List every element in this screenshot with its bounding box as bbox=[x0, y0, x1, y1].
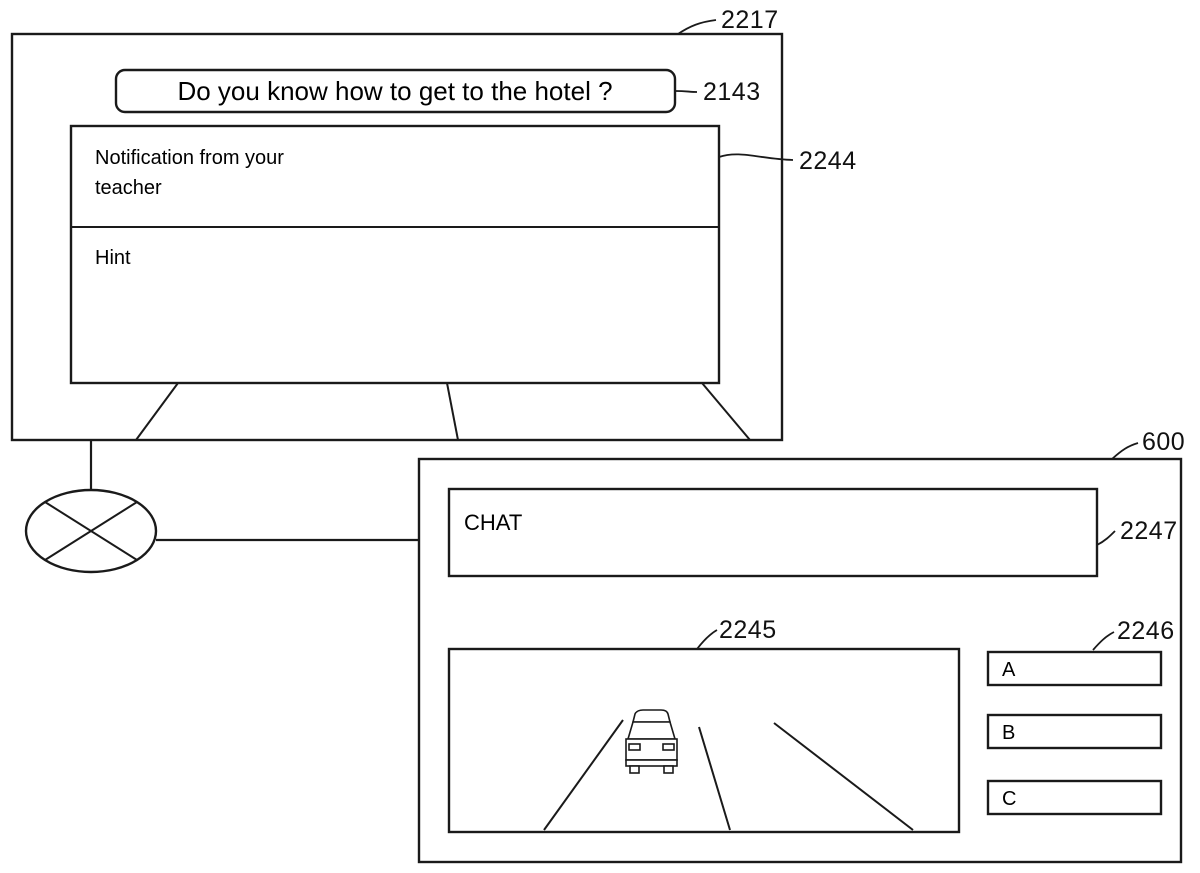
car-rear-view-icon bbox=[625, 709, 678, 774]
ref-label-2143: 2143 bbox=[703, 78, 761, 106]
chat-label: CHAT bbox=[464, 510, 522, 535]
bottom-panel-group: 600 CHAT 2247 2245 bbox=[417, 428, 1185, 864]
speech-bubble-text: Do you know how to get to the hotel ? bbox=[177, 76, 612, 106]
car-wheel-right bbox=[663, 765, 674, 774]
ref-label-2246: 2246 bbox=[1117, 617, 1175, 645]
ref-label-2244: 2244 bbox=[799, 147, 857, 175]
chat-box[interactable] bbox=[447, 487, 1099, 578]
choice-button-c[interactable] bbox=[986, 779, 1163, 816]
road-lane-lines bbox=[543, 719, 914, 831]
leader-line-2247 bbox=[1096, 530, 1116, 546]
speech-bubble bbox=[114, 68, 677, 114]
leader-line-600 bbox=[1111, 442, 1139, 460]
leader-line-2143 bbox=[675, 90, 698, 93]
choice-buttons-group: 2246 A B C bbox=[986, 617, 1175, 816]
bezel-line-left bbox=[135, 382, 179, 441]
leader-line-2217 bbox=[677, 19, 717, 35]
ref-label-2247: 2247 bbox=[1120, 517, 1178, 545]
lane-line-right bbox=[773, 722, 914, 831]
connector-cross-line-b bbox=[44, 501, 138, 561]
choice-button-a-label: A bbox=[1002, 659, 1016, 681]
car-roof bbox=[631, 709, 672, 723]
car-wheel-left bbox=[629, 765, 640, 774]
leader-line-2245 bbox=[696, 629, 718, 650]
choice-button-b[interactable] bbox=[986, 713, 1163, 750]
car-taillight-left bbox=[628, 743, 641, 751]
ref-label-600: 600 bbox=[1142, 428, 1185, 456]
leader-line-2246 bbox=[1092, 631, 1115, 651]
hint-label: Hint bbox=[95, 247, 131, 269]
choice-button-b-label: B bbox=[1002, 722, 1015, 744]
choice-button-c-label: C bbox=[1002, 788, 1016, 810]
ref-label-2217: 2217 bbox=[721, 6, 779, 34]
leader-line-2244 bbox=[718, 153, 794, 161]
lane-line-left bbox=[543, 719, 624, 831]
choice-button-a[interactable] bbox=[986, 650, 1163, 687]
car-bumper bbox=[625, 759, 678, 767]
top-panel-group: 2217 Do you know how to get to the hotel… bbox=[10, 6, 857, 442]
connector-group bbox=[24, 440, 419, 574]
notification-title-line-1: Notification from your bbox=[95, 147, 284, 169]
notification-panel bbox=[69, 124, 721, 385]
bezel-line-right bbox=[701, 382, 751, 441]
car-taillight-right bbox=[662, 743, 675, 751]
lane-line-center bbox=[698, 726, 731, 831]
ref-label-2245: 2245 bbox=[719, 616, 777, 644]
car-window bbox=[626, 721, 677, 740]
notification-title-line-2: teacher bbox=[95, 177, 162, 199]
bezel-line-center bbox=[446, 382, 459, 441]
